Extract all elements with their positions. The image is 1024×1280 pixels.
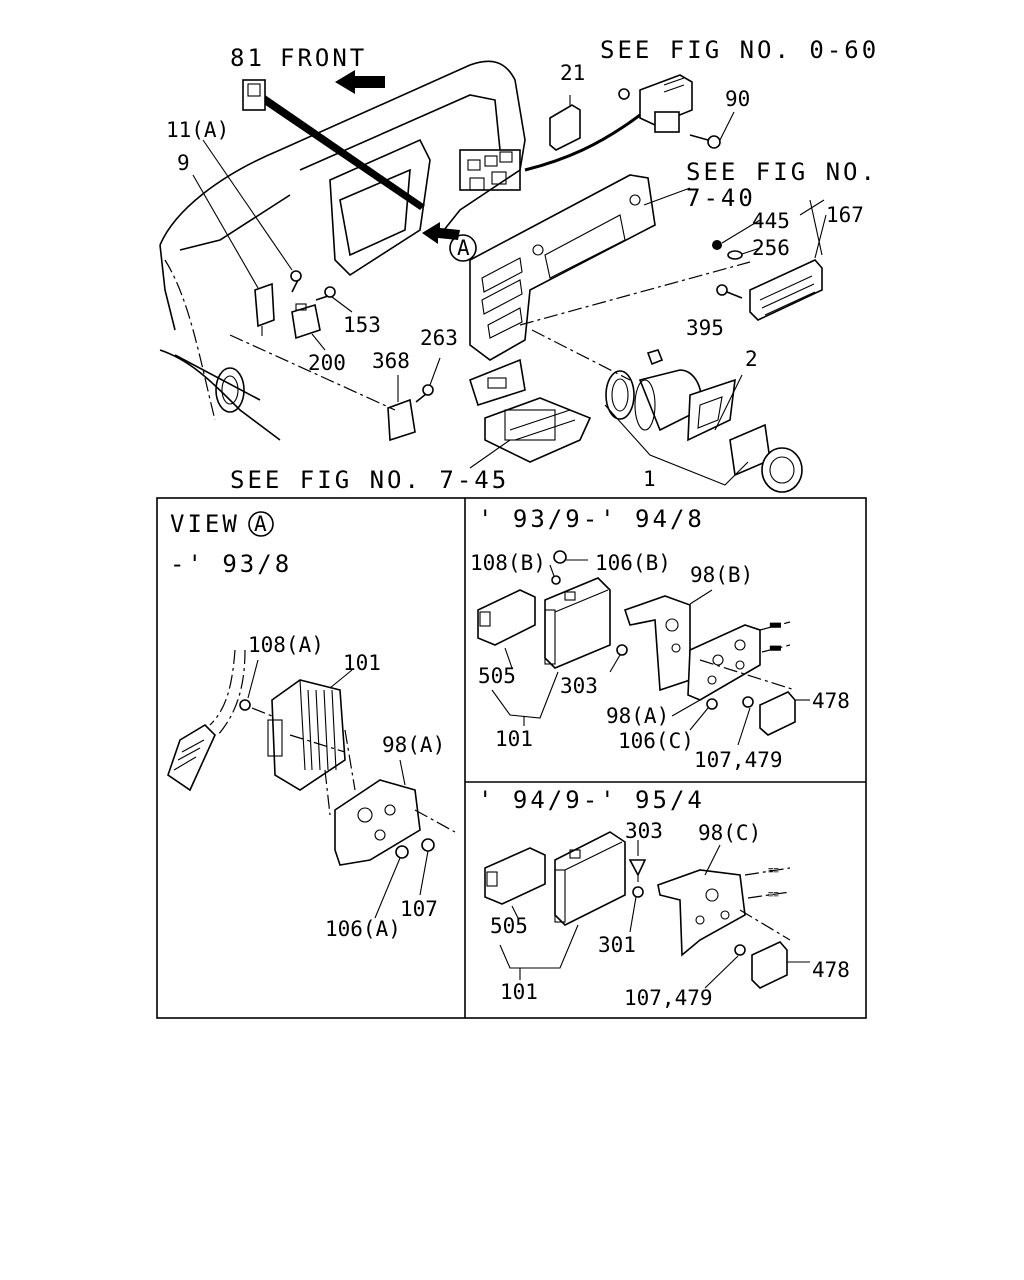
label-301: 301 [598,933,636,957]
leader-81 [258,95,425,210]
label-107: 107 [400,897,438,921]
svg-text:≡≡: ≡≡ [770,621,781,631]
instrument-bezel [469,174,656,361]
label-107-479-94: 107,479 [624,986,713,1010]
label-see-fig-7-45: SEE FIG NO. 7-45 [230,466,509,494]
label-303-94: 303 [625,819,663,843]
label-21: 21 [560,61,585,85]
part-368 [387,375,416,442]
label-view-marker: A [457,236,470,260]
label-11a: 11(A) [166,118,229,142]
label-see-fig-0-60: SEE FIG NO. 0-60 [600,36,879,64]
label-478-93: 478 [812,689,850,713]
panel-view-a: VIEW A -' 93/8 [167,510,456,941]
svg-text:≡≡: ≡≡ [768,890,779,900]
label-2: 2 [745,347,758,371]
label-200: 200 [308,351,346,375]
label-see-fig-7-40-b: 7-40 [686,184,756,212]
part-90 [689,111,735,149]
label-167: 167 [826,203,864,227]
label-106b: 106(B) [595,551,671,575]
part-256 [727,247,761,260]
part-395 [716,284,743,299]
label-108b: 108(B) [470,551,546,575]
cigar-lighter-assembly [605,349,803,493]
lower-bracket [469,358,526,407]
label-478-94: 478 [812,958,850,982]
view-a-range: -' 93/8 [170,550,292,578]
label-153: 153 [343,313,381,337]
svg-text:≡≡: ≡≡ [770,644,781,654]
panels-frame [156,497,867,1019]
leader-21 [524,113,641,172]
label-98b: 98(B) [690,563,753,587]
part-11a [290,270,302,293]
svg-text:≡≡: ≡≡ [768,866,779,876]
label-98a-93: 98(A) [606,704,669,728]
console-7-45 [484,397,592,463]
label-101-view-a: 101 [343,651,381,675]
part-21 [549,95,581,151]
label-256: 256 [752,236,790,260]
part-200 [291,303,321,340]
view-a-title-marker [248,511,274,537]
front-arrow-icon [335,70,385,94]
dashboard-assembly [159,60,526,441]
switch-0-60 [618,74,693,133]
label-101-94: 101 [500,980,538,1004]
view-a-title-letter: A [254,512,267,536]
label-90: 90 [725,87,750,111]
label-445: 445 [752,209,790,233]
panel-94-95-range: ' 94/9-' 95/4 [478,786,705,814]
label-9: 9 [177,151,190,175]
label-505-93: 505 [478,664,516,688]
label-505-94: 505 [490,914,528,938]
view-a-arrow-icon [422,222,460,244]
label-1: 1 [643,467,656,491]
label-see-fig-7-40-a: SEE FIG NO. [686,158,878,186]
label-108a: 108(A) [248,633,324,657]
view-a-title: VIEW [170,510,240,538]
label-106a: 106(A) [325,917,401,941]
label-395: 395 [686,316,724,340]
label-106c: 106(C) [618,729,694,753]
part-9 [254,282,275,336]
label-98a-view-a: 98(A) [382,733,445,757]
panel-93-94-range: ' 93/9-' 94/8 [478,505,705,533]
label-101-93: 101 [495,727,533,751]
label-263: 263 [420,326,458,350]
label-98c: 98(C) [698,821,761,845]
label-81: 81 [230,44,265,72]
panel-93-94: ' 93/9-' 94/8 ≡≡ ≡≡ [470,505,850,772]
label-368: 368 [372,349,410,373]
panel-94-95: ' 94/9-' 95/4 ≡≡ ≡≡ 3 [478,786,850,1010]
part-153 [315,286,336,301]
label-303-93: 303 [560,674,598,698]
radio-167 [749,259,823,321]
label-107-479-93: 107,479 [694,748,783,772]
view-a-marker [449,234,477,262]
label-front: FRONT [280,44,367,72]
part-445 [712,219,761,250]
part-263 [415,357,441,403]
part-81 [242,79,266,111]
